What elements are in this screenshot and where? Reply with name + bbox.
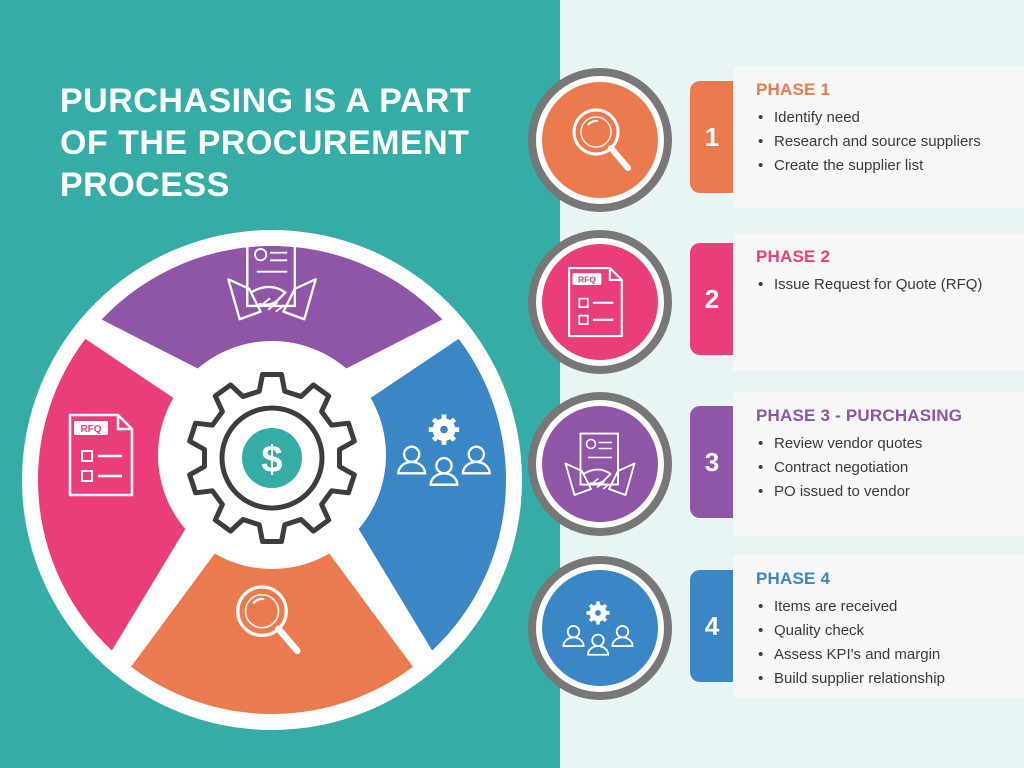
phase-4-number: 4 xyxy=(690,570,734,682)
phase-1-number: 1 xyxy=(690,81,734,193)
phase-1-icon-circle xyxy=(528,68,672,212)
phase-1-card: PHASE 1 Identify need Research and sourc… xyxy=(733,66,1024,208)
list-item: PO issued to vendor xyxy=(756,480,922,504)
rfq-document-icon: RFQ xyxy=(68,413,134,497)
phase-3-card: PHASE 3 - PURCHASING Review vendor quote… xyxy=(733,392,1024,536)
title-line-1: PURCHASING IS A PART xyxy=(60,82,472,120)
phase-4-icon-circle xyxy=(528,556,672,700)
rfq-label: RFQ xyxy=(80,424,101,435)
phase-1-items: Identify need Research and source suppli… xyxy=(756,106,981,178)
wheel-segment-receive xyxy=(349,329,514,661)
page-title: PURCHASING IS A PART OF THE PROCUREMENT … xyxy=(60,80,530,206)
title-line-2: OF THE PROCUREMENT xyxy=(60,124,470,162)
phase-4-card: PHASE 4 Items are received Quality check… xyxy=(733,555,1024,697)
list-item: Issue Request for Quote (RFQ) xyxy=(756,273,982,297)
phase-2-card: PHASE 2 Issue Request for Quote (RFQ) xyxy=(733,233,1024,371)
list-item: Identify need xyxy=(756,106,981,130)
phase-3-icon-circle xyxy=(528,392,672,536)
gear-outline xyxy=(187,372,357,544)
list-item: Review vendor quotes xyxy=(756,432,922,456)
list-item: Build supplier relationship xyxy=(756,667,945,691)
list-item: Research and source suppliers xyxy=(756,130,981,154)
list-item: Assess KPI's and margin xyxy=(756,643,945,667)
phase-3-items: Review vendor quotes Contract negotiatio… xyxy=(756,432,922,504)
phase-1-heading: PHASE 1 xyxy=(756,80,831,99)
dollar-icon xyxy=(242,428,302,488)
phase-4-items: Items are received Quality check Assess … xyxy=(756,595,945,691)
gear-inner-ring xyxy=(219,405,325,511)
phase-4-heading: PHASE 4 xyxy=(756,569,831,588)
list-item: Create the supplier list xyxy=(756,154,981,178)
phase-2-number: 2 xyxy=(690,243,734,355)
procurement-wheel: $ RFQ xyxy=(22,230,522,730)
list-item: Items are received xyxy=(756,595,945,619)
phase-2-heading: PHASE 2 xyxy=(756,247,831,266)
rfq-document-icon: RFQ xyxy=(568,266,623,338)
dollar-symbol: $ xyxy=(261,439,282,481)
phase-2-icon-circle: RFQ xyxy=(528,230,672,374)
phase-3-number: 3 xyxy=(690,406,734,518)
list-item: Contract negotiation xyxy=(756,456,922,480)
gear-icon xyxy=(187,372,357,544)
title-line-3: PROCESS xyxy=(60,166,230,204)
phase-2-items: Issue Request for Quote (RFQ) xyxy=(756,273,982,297)
phase-3-heading: PHASE 3 - PURCHASING xyxy=(756,406,963,425)
rfq-label: RFQ xyxy=(578,274,596,284)
list-item: Quality check xyxy=(756,619,945,643)
